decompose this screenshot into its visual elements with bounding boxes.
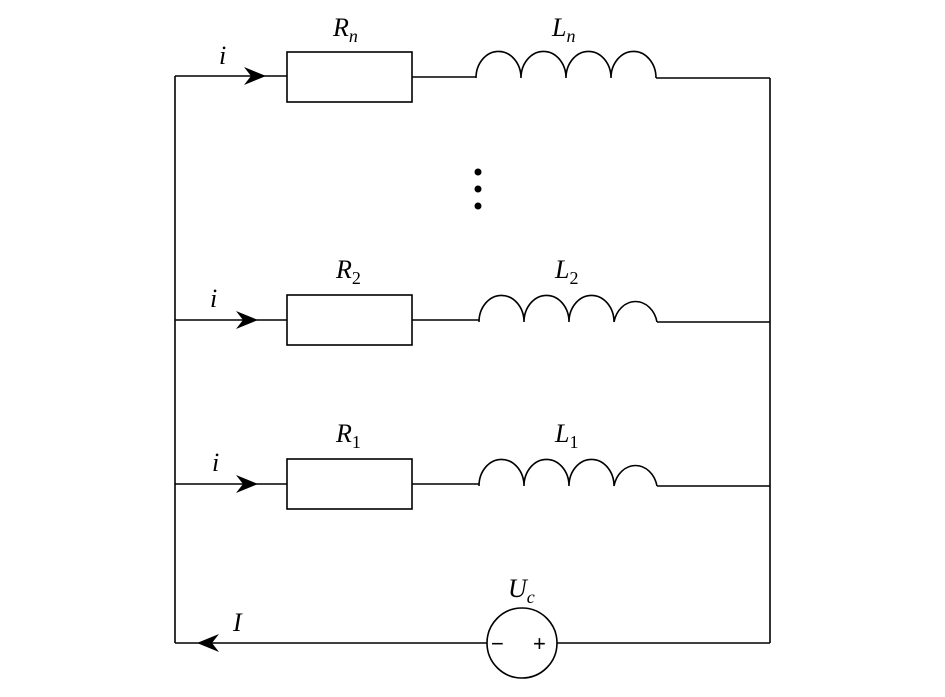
- branch-2-current-arrow: [236, 311, 258, 329]
- branch-1: i R1 L1: [175, 419, 770, 510]
- total-current-arrow: [197, 634, 219, 652]
- inductor-l1: [478, 458, 658, 487]
- source-minus-sign: −: [491, 631, 504, 656]
- inductor-ln: [475, 50, 657, 79]
- voltage-source: [486, 607, 558, 679]
- inductor-l2-label: L2: [554, 255, 578, 288]
- inductor-l1-label: L1: [554, 419, 578, 452]
- branch-1-current-label: i: [212, 448, 219, 477]
- inductor-l2: [478, 294, 658, 323]
- source-label: Uc: [508, 574, 535, 607]
- branch-2: i R2 L2: [175, 255, 770, 346]
- resistor-r2: [286, 294, 413, 346]
- source-plus-sign: +: [533, 631, 546, 656]
- vertical-ellipsis: [474, 168, 482, 210]
- resistor-r2-label: R2: [335, 255, 361, 288]
- total-current-label: I: [232, 608, 243, 637]
- source-branch: I − + Uc: [175, 574, 770, 679]
- branch-n-current-label: i: [219, 41, 226, 70]
- branch-n: i Rn Ln: [175, 13, 770, 103]
- resistor-r1-label: R1: [335, 419, 361, 452]
- inductor-ln-label: Ln: [551, 13, 575, 46]
- resistor-rn-label: Rn: [332, 13, 358, 46]
- resistor-rn: [286, 51, 413, 103]
- branch-2-current-label: i: [210, 284, 217, 313]
- resistor-r1: [286, 458, 413, 510]
- branch-1-current-arrow: [236, 475, 258, 493]
- branch-n-current-arrow: [244, 67, 266, 85]
